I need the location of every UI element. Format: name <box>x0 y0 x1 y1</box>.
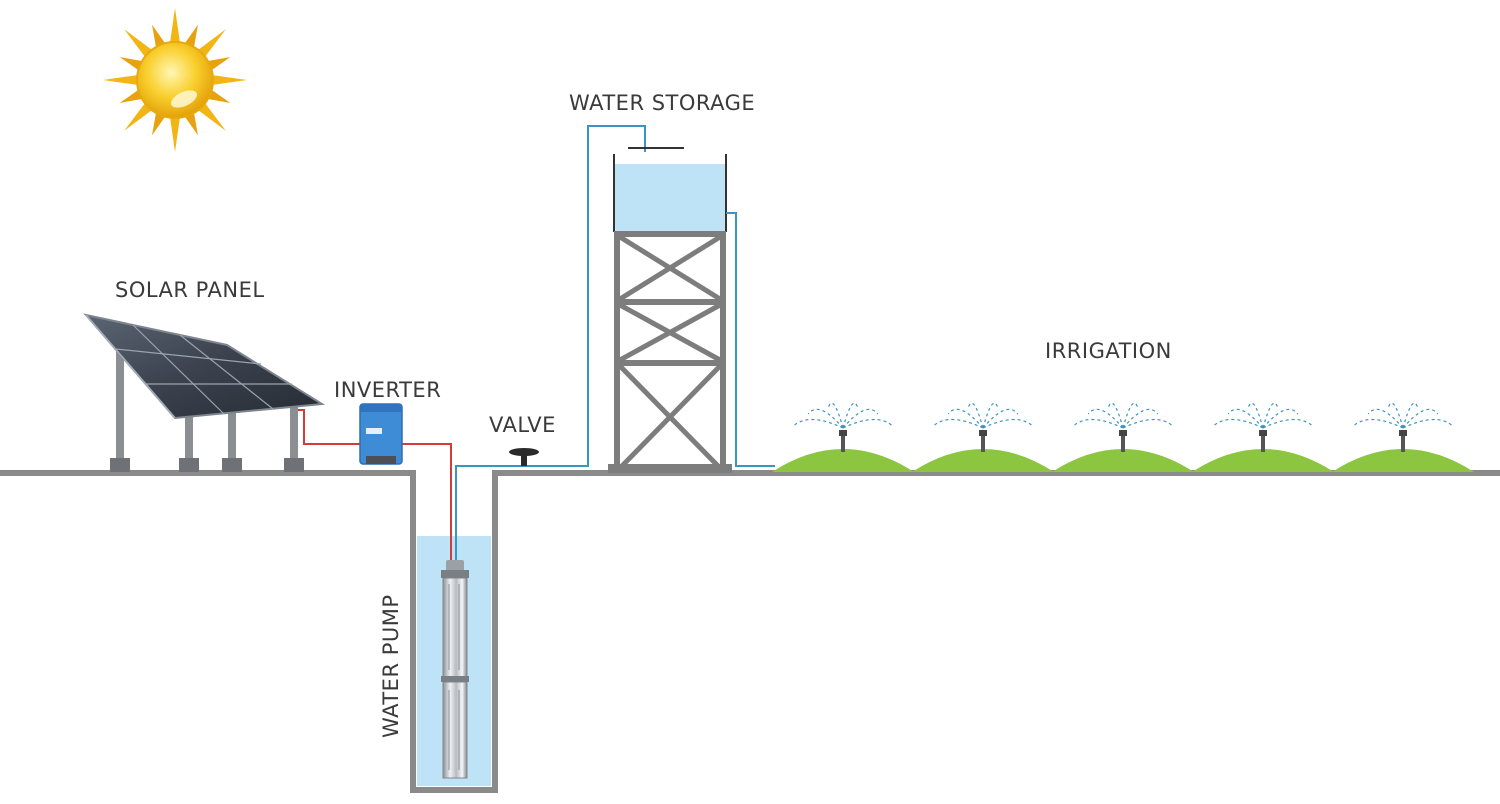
sun-ray <box>170 8 180 43</box>
ground-line <box>0 470 1500 793</box>
grass-mound <box>1192 449 1334 472</box>
water-tank-icon <box>608 147 732 473</box>
sprinkler-icon <box>1072 402 1174 452</box>
inverter-label: INVERTER <box>334 378 441 402</box>
sun-ray <box>152 24 166 48</box>
sun-ray <box>119 89 143 103</box>
grass-mound <box>912 449 1054 472</box>
irrigation-label: IRRIGATION <box>1045 339 1172 363</box>
inverter-icon <box>359 403 403 465</box>
sun-ray <box>184 24 198 48</box>
irrigation-field <box>772 402 1474 472</box>
grass-mound <box>1332 449 1474 472</box>
water-pump-label: WATER PUMP <box>379 594 403 738</box>
grass-mound <box>1052 449 1194 472</box>
irrigation-pipe <box>726 212 775 467</box>
sun-ray <box>212 75 247 85</box>
valve-icon <box>509 448 539 466</box>
sun-ray <box>207 89 231 103</box>
water-storage-label: WATER STORAGE <box>569 91 755 115</box>
valve-label: VALVE <box>489 413 556 437</box>
solar-panel-label: SOLAR PANEL <box>115 278 265 302</box>
sun-ray <box>119 57 143 71</box>
sun-ray <box>152 112 166 136</box>
sun-ray <box>184 112 198 136</box>
sprinkler-icon <box>1212 402 1314 452</box>
sun-ray <box>103 75 138 85</box>
sun-ray <box>198 29 226 57</box>
sprinkler-icon <box>1352 402 1454 452</box>
sun-ray <box>124 29 152 57</box>
sun-ray <box>124 103 152 131</box>
sprinkler-icon <box>792 402 894 452</box>
supply-pipe <box>455 125 646 568</box>
sun-ray <box>207 57 231 71</box>
solar-panel-icon <box>83 313 326 472</box>
power-cable <box>298 409 360 445</box>
grass-mound <box>772 449 914 472</box>
sun-ray <box>170 117 180 152</box>
sun-ray <box>198 103 226 131</box>
pump-cable <box>400 443 452 565</box>
sprinkler-icon <box>932 402 1034 452</box>
sun-icon <box>103 8 247 152</box>
submersible-pump-icon <box>441 560 469 779</box>
